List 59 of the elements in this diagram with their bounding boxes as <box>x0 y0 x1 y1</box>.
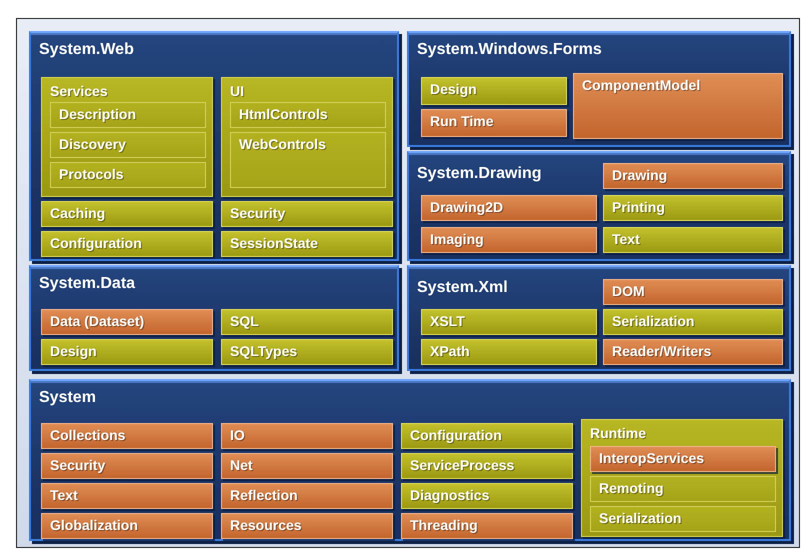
namespace-bar: Security <box>221 201 393 227</box>
namespace-bar: XPath <box>421 339 597 365</box>
namespace-title: System.Data <box>39 275 136 293</box>
namespace-bar: Protocols <box>50 162 206 188</box>
namespace-bar: Serialization <box>603 309 783 335</box>
group-heading: Services <box>50 82 108 101</box>
namespace-bar: Reflection <box>221 483 393 509</box>
namespace-bar: Security <box>41 453 213 479</box>
namespace-bar: HtmlControls <box>230 102 386 128</box>
namespace-title: System.Windows.Forms <box>417 41 602 59</box>
namespace-bar: XSLT <box>421 309 597 335</box>
namespace-bar: Net <box>221 453 393 479</box>
namespace-bar: DOM <box>603 279 783 305</box>
namespace-bar: WebControls <box>230 132 386 188</box>
namespace-group <box>581 419 783 537</box>
namespace-bar: Reader/Writers <box>603 339 783 365</box>
namespace-bar: IO <box>221 423 393 449</box>
group-heading: Runtime <box>590 424 646 443</box>
namespace-bar: Drawing2D <box>421 195 597 221</box>
namespace-bar: Text <box>41 483 213 509</box>
namespace-bar: Imaging <box>421 227 597 253</box>
namespace-bar: ComponentModel <box>573 73 783 139</box>
namespace-group <box>41 77 213 197</box>
namespace-bar: Diagnostics <box>401 483 573 509</box>
namespace-bar: InteropServices <box>590 446 776 472</box>
namespace-title: System <box>39 389 96 407</box>
namespace-bar: Discovery <box>50 132 206 158</box>
namespace-bar: Globalization <box>41 513 213 539</box>
namespace-bar: SQL <box>221 309 393 335</box>
namespace-bar: Drawing <box>603 163 783 189</box>
namespace-bar: Design <box>421 77 567 105</box>
namespace-panel <box>407 31 791 147</box>
namespace-bar: ServiceProcess <box>401 453 573 479</box>
namespace-panel <box>407 265 791 371</box>
namespace-bar: Text <box>603 227 783 253</box>
namespace-title: System.Web <box>39 41 134 59</box>
namespace-panel <box>407 151 791 261</box>
namespace-bar: Run Time <box>421 109 567 137</box>
group-heading: UI <box>230 82 244 101</box>
namespace-bar: SessionState <box>221 231 393 257</box>
namespace-panel <box>29 31 399 261</box>
namespace-bar: Printing <box>603 195 783 221</box>
namespace-bar: Remoting <box>590 476 776 502</box>
namespace-bar: Collections <box>41 423 213 449</box>
namespace-bar: Data (Dataset) <box>41 309 213 335</box>
namespace-bar: Configuration <box>41 231 213 257</box>
namespace-panel <box>29 265 399 371</box>
namespace-bar: SQLTypes <box>221 339 393 365</box>
namespace-panel <box>29 379 791 541</box>
namespace-title: System.Drawing <box>417 165 542 183</box>
namespace-title: System.Xml <box>417 279 508 297</box>
namespace-bar: Configuration <box>401 423 573 449</box>
namespace-bar: Threading <box>401 513 573 539</box>
namespace-bar: Serialization <box>590 506 776 532</box>
namespace-group <box>221 77 393 197</box>
namespace-bar: Resources <box>221 513 393 539</box>
namespace-bar: Caching <box>41 201 213 227</box>
namespace-bar: Description <box>50 102 206 128</box>
namespace-bar: Design <box>41 339 213 365</box>
